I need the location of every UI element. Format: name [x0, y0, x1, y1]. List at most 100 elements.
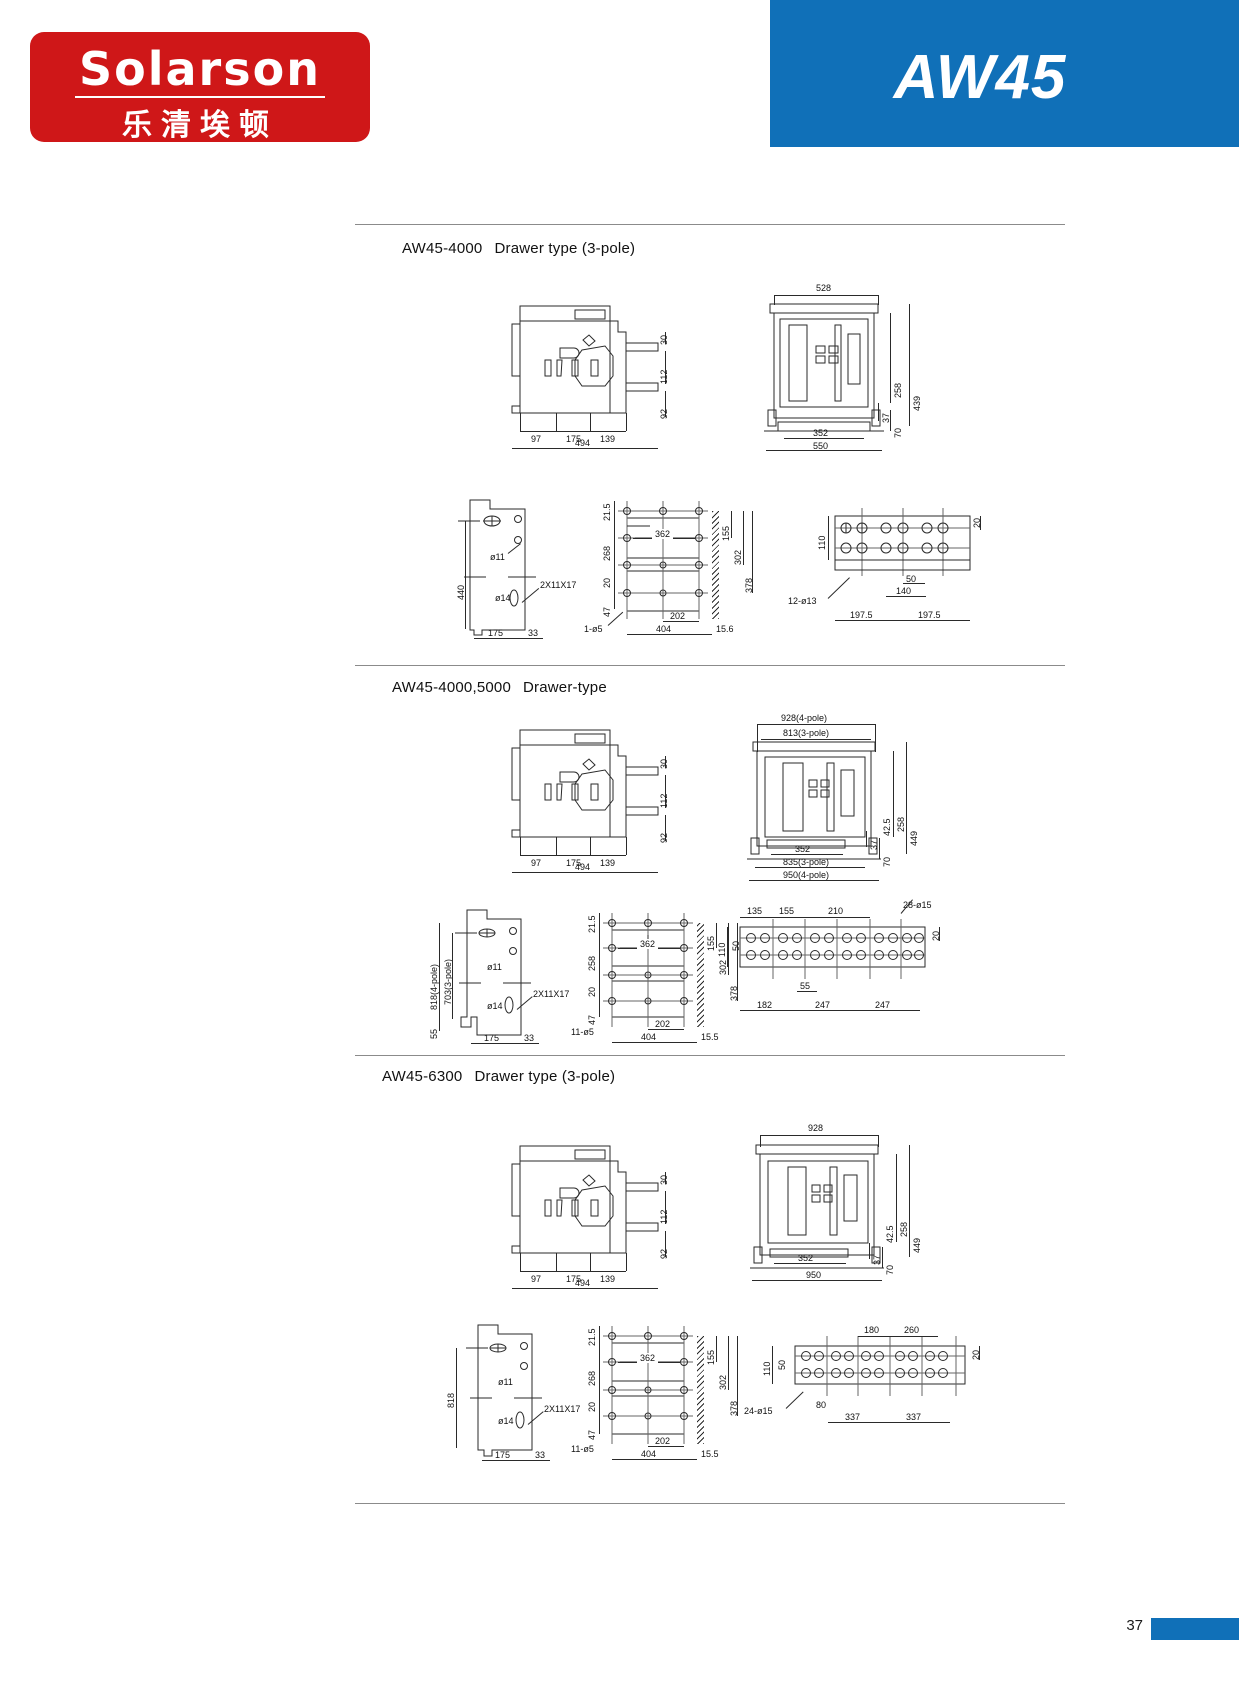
- section-2-model: AW45-4000,5000: [392, 679, 511, 696]
- dim-front-1-439: 439: [912, 395, 922, 411]
- section-title-2: AW45-4000,5000 Drawer-type: [392, 679, 607, 696]
- dim-bracket-3-slot: 2X11X17: [544, 1404, 581, 1414]
- dim-front-2-835-3p: 835(3-pole): [783, 857, 830, 867]
- dim-bracket-1-175: 175: [488, 628, 504, 638]
- dim-busbar-3-337-b: 337: [906, 1412, 922, 1422]
- dim-drill-1-404: 404: [656, 624, 672, 634]
- dim-front-2-928-4p: 928(4-pole): [781, 713, 828, 723]
- dim-front-1-70: 70: [893, 427, 903, 438]
- dim-busbar-2-155: 155: [779, 906, 795, 916]
- front-view-outline-2: [745, 712, 945, 882]
- dim-front-2-813-3p: 813(3-pole): [783, 728, 830, 738]
- dim-busbar-2-hole-note: 28-ø15: [903, 900, 932, 910]
- dim-side-3-494: 494: [575, 1278, 591, 1288]
- drawing-drill-plan-3: 21.5 268 20 47 362 155 302 378 202 404 1…: [571, 1318, 739, 1466]
- dim-bracket-2-33: 33: [524, 1033, 535, 1043]
- drawing-side-view-3: 30 112 92 97 175 139 494: [487, 1128, 687, 1293]
- side-view-outline-1: [487, 288, 687, 453]
- drawing-busbar-1: 110 20 12-ø13 50 140 197.5 197.5: [788, 498, 990, 643]
- busbar-outline-1: [800, 498, 990, 643]
- drill-plan-outline-3: [585, 1318, 735, 1466]
- dim-drill-3-202: 202: [655, 1436, 671, 1446]
- dim-drill-1-21_5: 21.5: [602, 503, 612, 521]
- dim-side-3-139: 139: [600, 1274, 616, 1284]
- page-number: 37: [1126, 1617, 1143, 1634]
- drawing-busbar-3: 110 50 20 180 260 24-ø15 80 337 337: [744, 1318, 990, 1448]
- dim-bracket-1-slot: 2X11X17: [540, 580, 577, 590]
- dim-drill-1-268: 268: [602, 545, 612, 561]
- dim-drill-3-302: 302: [718, 1374, 728, 1390]
- dim-side-1-97: 97: [531, 434, 542, 444]
- brand-name-chinese: 乐清埃顿: [122, 108, 278, 143]
- busbar-outline-3: [760, 1318, 990, 1448]
- dim-front-2-352: 352: [795, 844, 811, 854]
- drawing-bracket-1: 440 ø11 ø14 2X11X17 175 33: [450, 495, 600, 645]
- dim-drill-1-20: 20: [602, 577, 612, 588]
- product-banner: AW45: [770, 0, 1239, 147]
- dim-front-3-37: 37: [872, 1254, 882, 1265]
- dim-front-1-550: 550: [813, 441, 829, 451]
- dim-drill-2-20: 20: [587, 986, 597, 997]
- dim-bracket-1-d11: ø11: [490, 552, 505, 562]
- dim-side-2-97: 97: [531, 858, 542, 868]
- dim-busbar-2-247-b: 247: [875, 1000, 891, 1010]
- dim-bracket-2-55: 55: [429, 1028, 439, 1039]
- drawing-drill-plan-2: 21.5 258 20 47 362 155 302 378 202 404 1…: [571, 905, 739, 1050]
- dim-busbar-1-197-5-b: 197.5: [918, 610, 941, 620]
- dim-front-3-928: 928: [808, 1123, 824, 1133]
- dim-side-1-494: 494: [575, 438, 591, 448]
- dim-drill-2-404: 404: [641, 1032, 657, 1042]
- dim-busbar-1-197-5-a: 197.5: [850, 610, 873, 620]
- dim-drill-3-15-5: 15.5: [701, 1449, 719, 1459]
- dim-busbar-2-55: 55: [800, 981, 811, 991]
- dim-bracket-3-818: 818: [446, 1392, 456, 1408]
- side-view-outline-2: [487, 712, 687, 877]
- dim-front-3-449: 449: [912, 1237, 922, 1253]
- dim-side-1-92: 92: [659, 408, 669, 419]
- dim-drill-1-hole-note: 1-ø5: [584, 624, 603, 634]
- dim-busbar-3-260: 260: [904, 1325, 920, 1335]
- dim-bracket-3-d11: ø11: [498, 1377, 513, 1387]
- bracket-outline-1: [450, 495, 600, 645]
- drawing-side-view-1: 30 112 92 97 175 139 494: [487, 288, 687, 453]
- dim-busbar-1-140: 140: [896, 586, 912, 596]
- dim-bracket-2-slot: 2X11X17: [533, 989, 570, 999]
- dim-front-2-258: 258: [896, 816, 906, 832]
- dim-busbar-3-50: 50: [777, 1359, 787, 1370]
- dim-front-3-70: 70: [885, 1264, 895, 1275]
- section-2-desc: Drawer-type: [523, 679, 607, 696]
- front-view-outline-1: [760, 286, 945, 454]
- dim-side-3-175: 175: [566, 1274, 582, 1284]
- dim-side-3-112: 112: [659, 1209, 669, 1224]
- page-header: Solarson 乐清埃顿 AW45: [0, 0, 1239, 150]
- dim-busbar-1-50: 50: [906, 574, 917, 584]
- brand-logo: Solarson 乐清埃顿: [30, 32, 370, 143]
- dim-side-1-139: 139: [600, 434, 616, 444]
- dim-side-3-97: 97: [531, 1274, 542, 1284]
- dim-busbar-2-50: 50: [731, 940, 741, 951]
- section-1-model: AW45-4000: [402, 240, 483, 257]
- dim-side-3-92: 92: [659, 1248, 669, 1259]
- dim-side-2-494: 494: [575, 862, 591, 872]
- dim-side-2-139: 139: [600, 858, 616, 868]
- dim-bracket-1-33: 33: [528, 628, 539, 638]
- dim-front-2-42-5: 42.5: [882, 818, 892, 836]
- dim-drill-3-404: 404: [641, 1449, 657, 1459]
- drawing-bracket-3: 818 ø11 ø14 2X11X17 175 33: [440, 1320, 600, 1465]
- dim-bracket-2-d11: ø11: [487, 962, 502, 972]
- bracket-outline-3: [440, 1320, 600, 1465]
- section-divider-2: [355, 665, 1065, 666]
- dim-front-2-37: 37: [869, 839, 879, 850]
- dim-side-2-175: 175: [566, 858, 582, 868]
- dim-bracket-2-818-4p: 818(4-pole): [429, 963, 439, 1010]
- dim-drill-3-21-5: 21.5: [587, 1328, 597, 1346]
- front-view-outline-3: [748, 1125, 948, 1293]
- dim-drill-3-155: 155: [706, 1349, 716, 1365]
- dim-front-3-352: 352: [798, 1253, 814, 1263]
- dim-bracket-2-d14: ø14: [487, 1001, 503, 1011]
- dim-side-1-175: 175: [566, 434, 582, 444]
- dim-drill-1-15_6: 15.6: [716, 624, 734, 634]
- dim-side-2-92: 92: [659, 832, 669, 843]
- dim-front-1-258: 258: [893, 382, 903, 398]
